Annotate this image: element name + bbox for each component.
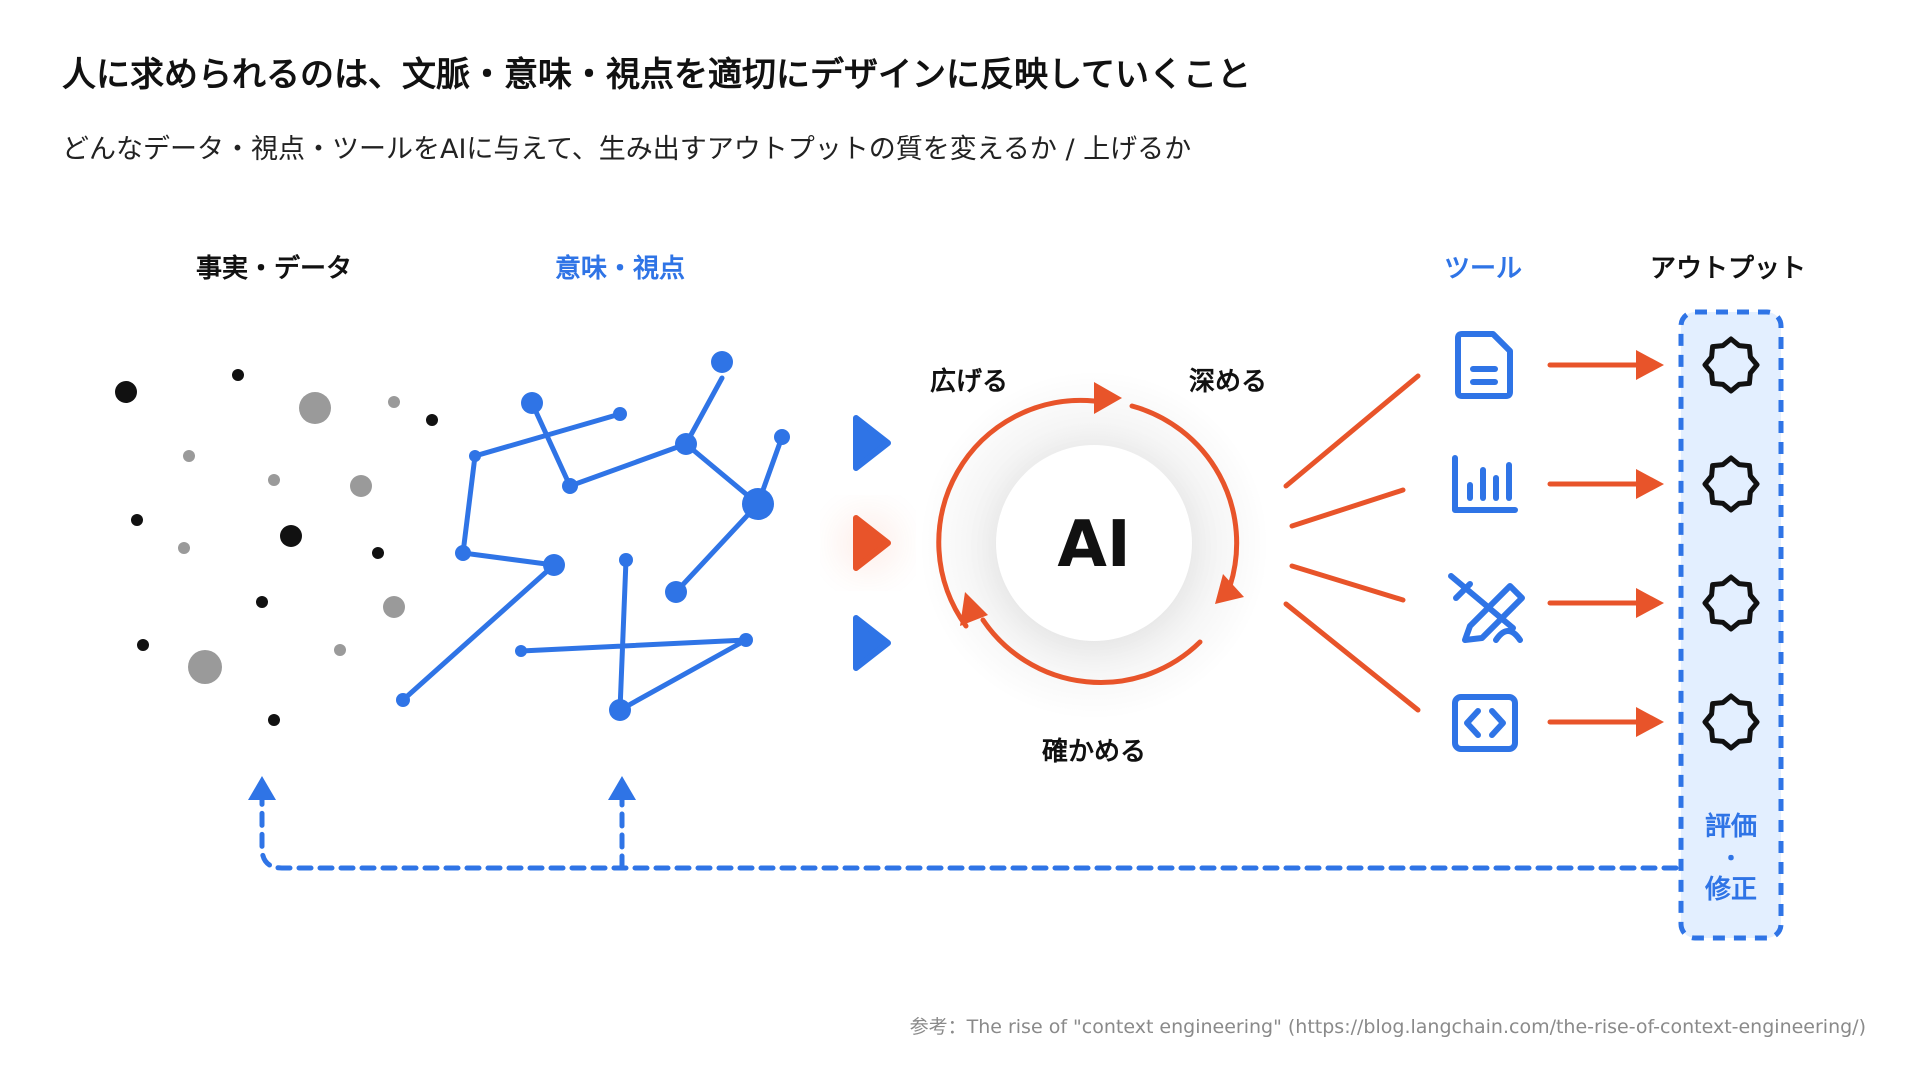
pen-edit-icon — [1448, 573, 1525, 643]
fact-dot — [388, 396, 400, 408]
network-link — [529, 375, 725, 490]
feedback-arrowhead-meaning — [608, 776, 636, 800]
network-node — [469, 450, 481, 462]
fact-dot — [383, 596, 405, 618]
feedback-arrowhead-facts — [248, 776, 276, 800]
ai-label: AI — [1057, 508, 1130, 582]
fan-line — [1289, 563, 1406, 603]
ai-core — [996, 445, 1192, 641]
network-node — [562, 478, 578, 494]
output-badge-icon — [1702, 455, 1760, 513]
fact-dot — [299, 392, 331, 424]
fact-dot — [137, 639, 149, 651]
feedback-label-separator: ・ — [1720, 847, 1742, 872]
ai-cycle: AI 広げる 深める 確かめる — [919, 366, 1269, 767]
fact-dot — [280, 525, 302, 547]
fact-dot — [268, 474, 280, 486]
fact-dot — [183, 450, 195, 462]
meaning-network — [400, 375, 785, 715]
document-icon — [1455, 331, 1513, 399]
arrowhead — [1636, 588, 1664, 618]
cycle-label-verify: 確かめる — [1042, 736, 1146, 767]
fact-dot — [232, 369, 244, 381]
fact-dot — [131, 514, 143, 526]
column-heading-output: アウトプット — [1650, 254, 1806, 284]
fan-line — [1289, 487, 1406, 529]
network-node — [543, 554, 565, 576]
network-node — [609, 699, 631, 721]
fact-dot — [178, 542, 190, 554]
network-link — [673, 501, 761, 595]
output-column: 評価 ・ 修正 — [1678, 309, 1784, 941]
headline: 人に求められるのは、文脈・意味・視点を適切にデザインに反映していくこと — [62, 55, 1251, 95]
output-badge-icon — [1702, 336, 1760, 394]
network-node — [396, 693, 410, 707]
fan-line — [1283, 373, 1421, 489]
output-box — [1678, 309, 1784, 941]
tools-column — [1448, 331, 1525, 752]
play-arrow-icon — [853, 615, 891, 671]
fact-dot — [115, 381, 137, 403]
network-link — [518, 557, 748, 715]
column-heading-facts: 事実・データ — [196, 253, 352, 284]
fact-dot — [188, 650, 222, 684]
output-badge-icon — [1702, 693, 1760, 751]
feedback-label-evaluate: 評価 — [1705, 811, 1757, 842]
fact-dot — [256, 596, 268, 608]
arrowhead — [1636, 469, 1664, 499]
tools-to-output-arrows — [1547, 350, 1664, 737]
feedback-loop — [259, 797, 1679, 871]
fact-dot — [350, 475, 372, 497]
bar-chart-icon — [1452, 455, 1518, 513]
subheadline: どんなデータ・視点・ツールをAIに与えて、生み出すアウトプットの質を変えるか /… — [62, 134, 1191, 165]
cycle-arc-expand — [936, 397, 1097, 629]
arrowhead — [1636, 350, 1664, 380]
arrowhead — [1636, 707, 1664, 737]
input-arrows — [838, 415, 898, 671]
cycle-label-deepen: 深める — [1189, 367, 1267, 397]
facts-dot-cloud — [115, 369, 438, 726]
network-node — [515, 645, 527, 657]
play-arrow-icon — [853, 515, 891, 571]
fan-line — [1283, 601, 1421, 713]
network-node — [665, 581, 687, 603]
meaning-network-nodes — [396, 351, 790, 721]
fact-dot — [372, 547, 384, 559]
network-link — [400, 411, 623, 703]
network-node — [675, 433, 697, 455]
network-node — [455, 545, 471, 561]
network-node — [613, 407, 627, 421]
column-heading-meaning: 意味・視点 — [555, 253, 685, 284]
ai-to-tools-lines — [1283, 373, 1421, 713]
reference-note: 参考：The rise of "context engineering" (ht… — [910, 1016, 1866, 1038]
fact-dot — [334, 644, 346, 656]
code-icon — [1452, 694, 1518, 752]
network-node — [739, 633, 753, 647]
cycle-arc-deepen — [1129, 403, 1240, 589]
network-node — [742, 488, 774, 520]
network-node — [711, 351, 733, 373]
column-heading-tools: ツール — [1444, 254, 1522, 284]
feedback-label-revise: 修正 — [1704, 874, 1757, 905]
output-badge-icon — [1702, 574, 1760, 632]
cycle-arrowhead — [1215, 574, 1244, 604]
network-node — [521, 392, 543, 414]
feedback-line-to-facts — [259, 797, 1679, 871]
fact-dot — [268, 714, 280, 726]
cycle-arrowhead — [1094, 382, 1122, 414]
network-node — [774, 429, 790, 445]
cycle-arrowhead — [960, 592, 988, 626]
play-arrow-icon — [853, 415, 891, 471]
fact-dot — [426, 414, 438, 426]
cycle-arc-verify — [980, 617, 1203, 685]
network-node — [619, 553, 633, 567]
cycle-label-expand: 広げる — [930, 366, 1008, 397]
